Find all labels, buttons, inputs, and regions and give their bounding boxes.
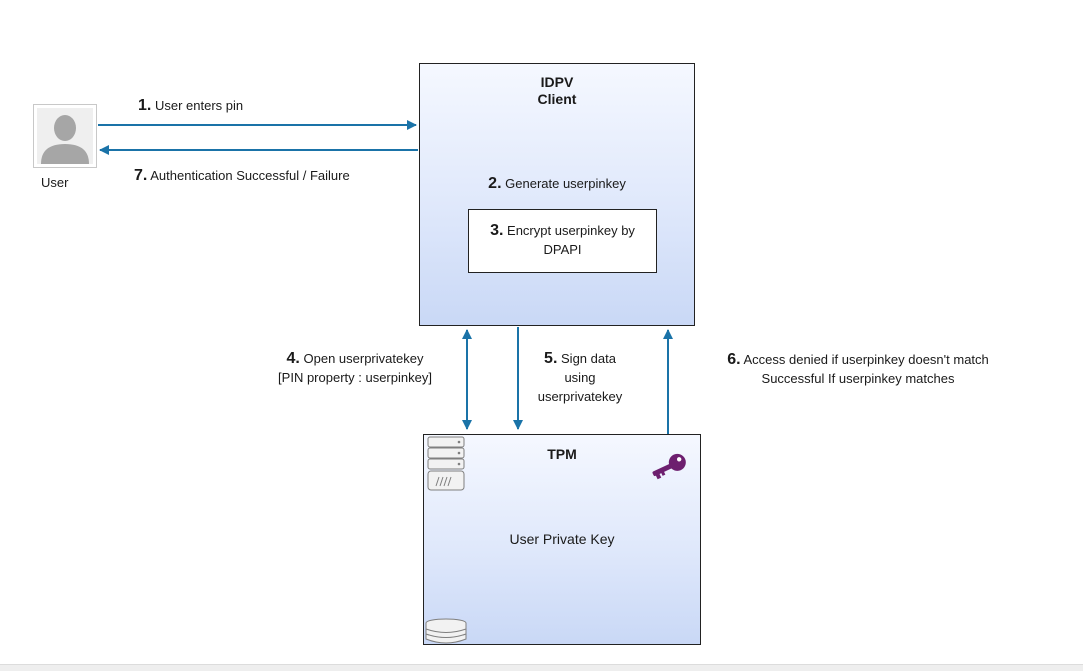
idpv-title-line1: IDPV (540, 74, 574, 90)
step-6-number: 6. (727, 351, 741, 368)
step-4-text-line2: [PIN property : userpinkey] (278, 370, 432, 385)
step-3-line1: 3. Encrypt userpinkey by (469, 221, 656, 240)
tpm-content-label: User Private Key (509, 531, 615, 547)
step-5-text-line1: Sign data (561, 351, 616, 366)
idpv-title: IDPV Client (420, 74, 694, 108)
step-3-text-line1: Encrypt userpinkey by (507, 223, 635, 238)
step-5-text-line2: using (564, 370, 596, 385)
step-5-number: 5. (544, 350, 558, 367)
encrypt-step-box: 3. Encrypt userpinkey by DPAPI (468, 209, 657, 273)
idpv-client-box: IDPV Client 2. Generate userpinkey 3. En… (419, 63, 695, 326)
tpm-title: TPM (547, 446, 577, 462)
key-icon (650, 452, 690, 484)
step-6-text-line2: Successful If userpinkey matches (761, 371, 955, 386)
disk-icon (424, 618, 468, 644)
step-3-number: 3. (490, 222, 504, 239)
step-4-text-line1: Open userprivatekey (303, 351, 424, 366)
step-7-text: Authentication Successful / Failure (150, 168, 350, 183)
idpv-title-line2: Client (537, 91, 577, 107)
user-avatar-icon (33, 104, 97, 168)
step-2-text: Generate userpinkey (505, 176, 626, 191)
user-label: User (41, 175, 69, 190)
step-5-label: 5. Sign data using userprivatekey (524, 349, 636, 406)
step-1-number: 1. (138, 97, 152, 114)
step-4-number: 4. (286, 350, 300, 367)
bottom-strip (0, 664, 1083, 671)
step-5-text-line3: userprivatekey (537, 389, 623, 404)
step-3-text-line2: DPAPI (543, 242, 582, 257)
step-2-label: 2. Generate userpinkey (420, 174, 694, 193)
step-7-number: 7. (134, 167, 148, 184)
step-4-label: 4. Open userprivatekey [PIN property : u… (262, 349, 448, 387)
step-6-line1: 6. Access denied if userpinkey doesn't m… (700, 350, 1016, 369)
server-icon (426, 436, 466, 492)
step-1-text: User enters pin (154, 98, 244, 113)
step-7-label: 7. Authentication Successful / Failure (134, 166, 350, 185)
step-4-line1: 4. Open userprivatekey (262, 349, 448, 368)
tpm-box: TPM User Private Key (423, 434, 701, 645)
step-1-label: 1. User enters pin (138, 96, 243, 115)
step-6-label: 6. Access denied if userpinkey doesn't m… (700, 350, 1016, 388)
step-5-line1: 5. Sign data (524, 349, 636, 368)
step-2-number: 2. (488, 175, 502, 192)
step-6-text-line1: Access denied if userpinkey doesn't matc… (743, 352, 989, 367)
